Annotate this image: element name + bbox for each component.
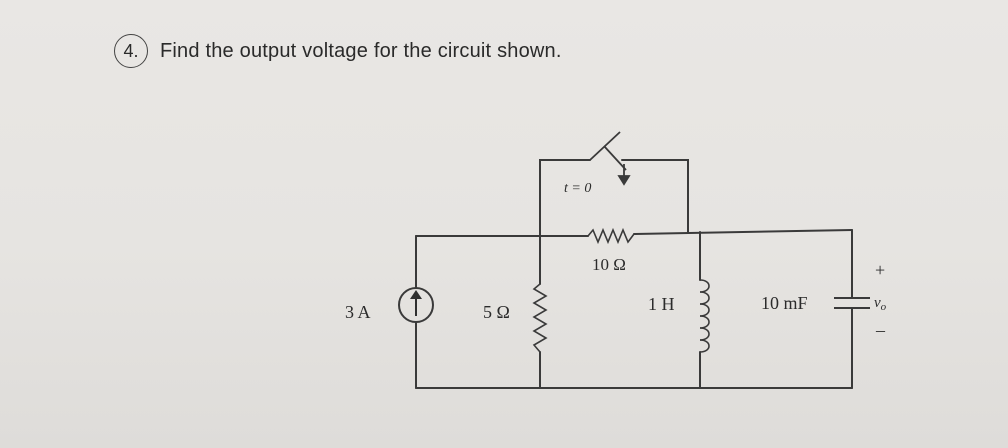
inductor — [699, 279, 710, 353]
inductor-label: 1 H — [648, 294, 675, 314]
r2-label: 10 Ω — [592, 255, 626, 274]
wire-switch-right — [621, 159, 689, 233]
output-subscript: o — [881, 301, 887, 313]
plus-label: + — [875, 260, 885, 280]
current-source — [398, 287, 434, 323]
question-text: Find the output voltage for the circuit … — [160, 39, 562, 62]
output-label: v — [874, 295, 881, 311]
switch — [589, 131, 631, 186]
resistor-10ohm — [587, 227, 635, 245]
minus-label: – — [875, 320, 886, 340]
source-label: 3 A — [345, 302, 371, 322]
wire-top-right — [633, 229, 853, 235]
wire-switch-left — [539, 159, 591, 237]
r1-label: 5 Ω — [483, 302, 510, 322]
resistor-5ohm — [532, 283, 548, 353]
switch-label: t = 0 — [564, 181, 591, 196]
question: 4. Find the output voltage for the circu… — [114, 34, 562, 68]
capacitor — [834, 297, 870, 309]
output-voltage-label: vo — [874, 295, 887, 313]
capacitor-label: 10 mF — [761, 293, 808, 313]
question-number: 4. — [114, 34, 148, 68]
